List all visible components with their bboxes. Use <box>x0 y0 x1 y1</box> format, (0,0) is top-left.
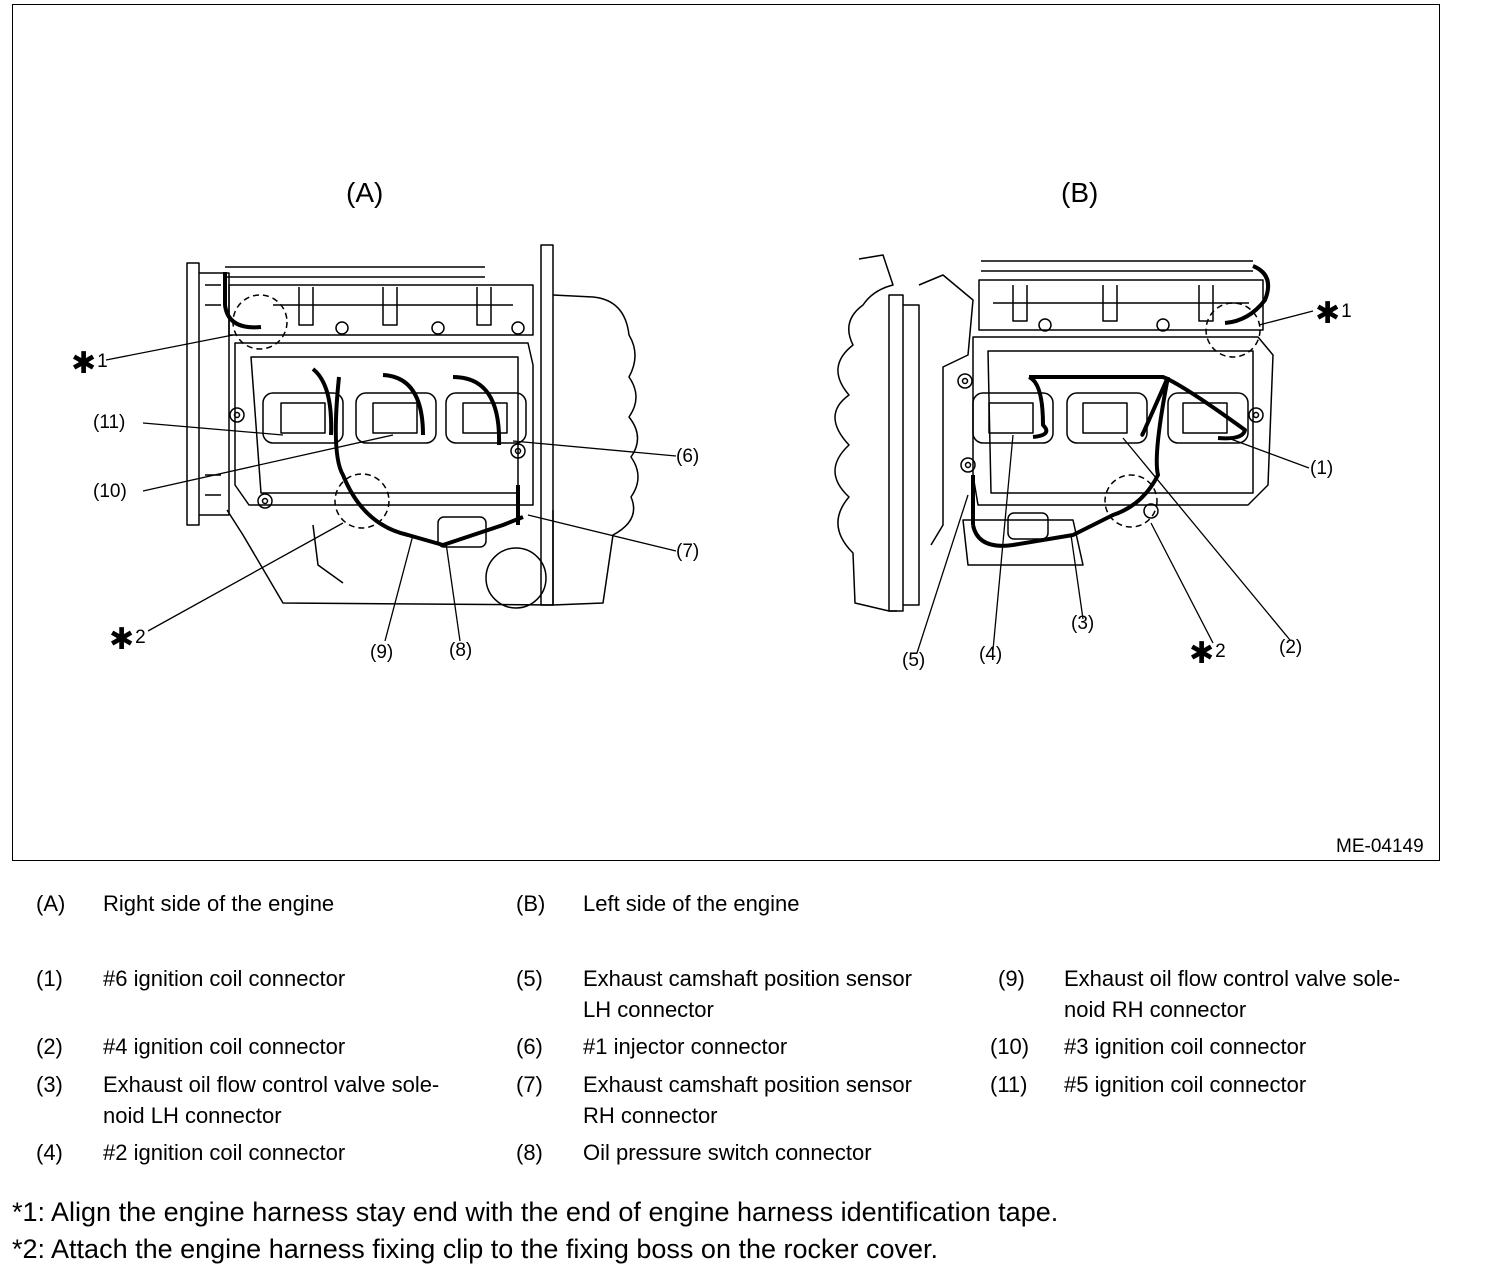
legend-item-key: (3) <box>36 1072 63 1097</box>
engine-view-a <box>105 244 677 642</box>
legend-item-text: #1 injector connector <box>583 1034 788 1059</box>
asterisk-icon: ✱ <box>1315 297 1341 330</box>
callout-a-star2: ✱2 <box>109 623 146 656</box>
asterisk-icon: ✱ <box>1189 637 1215 670</box>
callout-b-5: (5) <box>902 650 926 671</box>
legend-item-text: #3 ignition coil connector <box>1064 1034 1307 1059</box>
legend-item-key: (6) <box>516 1034 543 1059</box>
legend-item-text: #5 ignition coil connector <box>1064 1072 1307 1097</box>
legend-item-text: #6 ignition coil connector <box>103 966 346 991</box>
legend-item-key: (1) <box>36 966 63 991</box>
legend-item-text: Oil pressure switch connector <box>583 1140 872 1165</box>
legend-view-key: (B) <box>516 891 546 916</box>
engine-view-b <box>834 254 1314 654</box>
callout-b-star2: ✱2 <box>1189 637 1226 670</box>
engine-harness-drawing <box>105 244 1314 654</box>
note-2: *2: Attach the engine harness fixing cli… <box>12 1234 939 1264</box>
legend-view-text: Right side of the engine <box>103 891 335 916</box>
legend-item-text: #4 ignition coil connector <box>103 1034 346 1059</box>
view-a-title: (A) <box>346 177 384 208</box>
callout-b-4: (4) <box>979 644 1003 665</box>
callout-a-star1: ✱1 <box>71 347 108 380</box>
legend-item-key: (7) <box>516 1072 543 1097</box>
callout-a-11: (11) <box>93 412 126 433</box>
callout-a-7: (7) <box>676 541 700 562</box>
asterisk-icon: ✱ <box>109 623 135 656</box>
figure-code: ME-04149 <box>1336 836 1424 857</box>
legend-item-text: #2 ignition coil connector <box>103 1140 346 1165</box>
legend-item-text: Exhaust camshaft position sensor LH conn… <box>583 966 912 1022</box>
callout-a-8: (8) <box>449 640 473 661</box>
note-1: *1: Align the engine harness stay end wi… <box>12 1197 1059 1227</box>
legend-item-key: (11) <box>990 1072 1028 1097</box>
legend-item-key: (4) <box>36 1140 63 1165</box>
legend-item-key: (5) <box>516 966 543 991</box>
legend-item-text: Exhaust oil flow control valve sole- noi… <box>103 1072 440 1128</box>
callout-b-star1: ✱1 <box>1315 297 1352 330</box>
callout-b-1: (1) <box>1310 458 1334 479</box>
callout-b-2: (2) <box>1279 637 1303 658</box>
legend-item-key: (2) <box>36 1034 63 1059</box>
legend-item-key: (10) <box>990 1034 1030 1059</box>
legend-item-key: (9) <box>998 966 1025 991</box>
callout-a-6: (6) <box>676 446 700 467</box>
legend-item-key: (8) <box>516 1140 543 1165</box>
asterisk-icon: ✱ <box>71 347 97 380</box>
callout-a-10: (10) <box>93 481 127 502</box>
view-b-title: (B) <box>1061 177 1099 208</box>
legend-view-key: (A) <box>36 891 66 916</box>
legend-item-text: Exhaust camshaft position sensor RH conn… <box>583 1072 912 1128</box>
diagram-frame: (A) (B) ✱1 (11) (10) (6) (7) ✱2 (9) (8) … <box>12 4 1440 861</box>
callout-b-3: (3) <box>1071 613 1095 634</box>
legend-view-text: Left side of the engine <box>583 891 800 916</box>
legend-item-text: Exhaust oil flow control valve sole- noi… <box>1064 966 1401 1022</box>
callout-a-9: (9) <box>370 642 394 663</box>
